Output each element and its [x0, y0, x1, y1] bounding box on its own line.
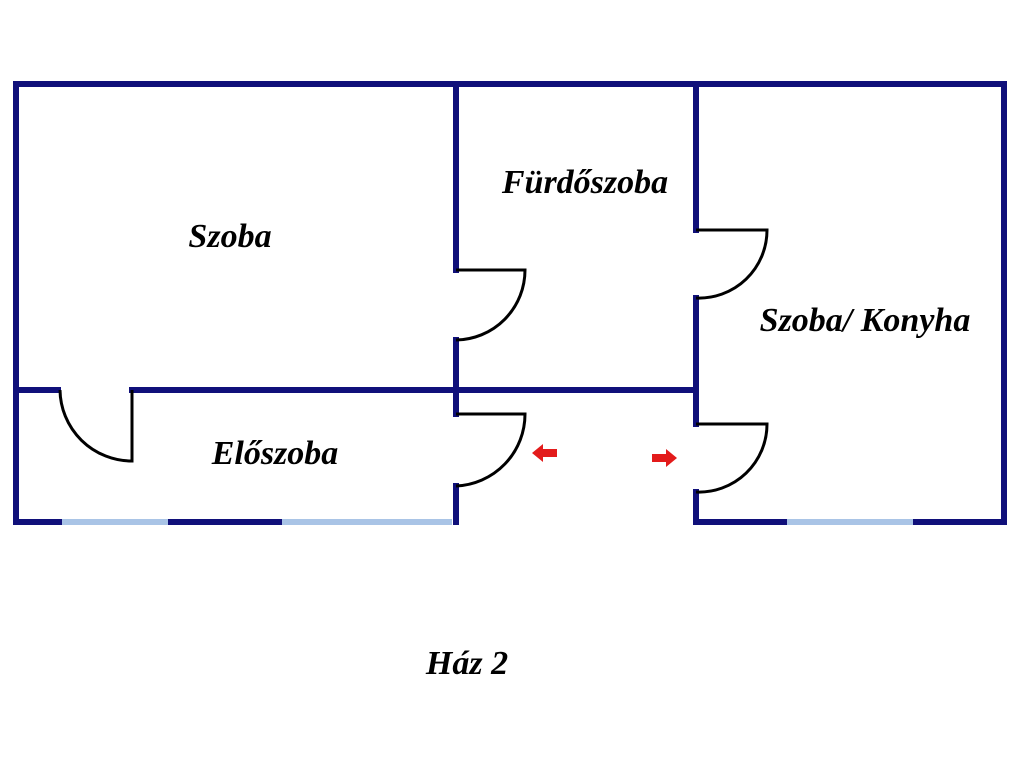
room-label-szoba: Szoba	[188, 218, 271, 255]
arrow-left-icon	[532, 444, 557, 462]
door-konyha-entry	[695, 422, 769, 494]
doors	[58, 228, 769, 494]
door-szoba	[455, 268, 527, 342]
door-eloszoba-inner	[58, 389, 134, 463]
entry-arrows	[532, 444, 677, 467]
room-label-eloszoba: Előszoba	[211, 435, 339, 472]
room-label-szoba-konyha: Szoba/ Konyha	[760, 302, 971, 339]
plan-caption: Ház 2	[425, 645, 508, 682]
door-furdoszoba	[695, 228, 769, 300]
room-label-furdoszoba: Fürdőszoba	[501, 164, 668, 201]
arrow-right-icon	[652, 449, 677, 467]
door-eloszoba-entry	[455, 412, 527, 488]
outer-wall	[13, 81, 1007, 525]
walls	[13, 81, 1007, 525]
